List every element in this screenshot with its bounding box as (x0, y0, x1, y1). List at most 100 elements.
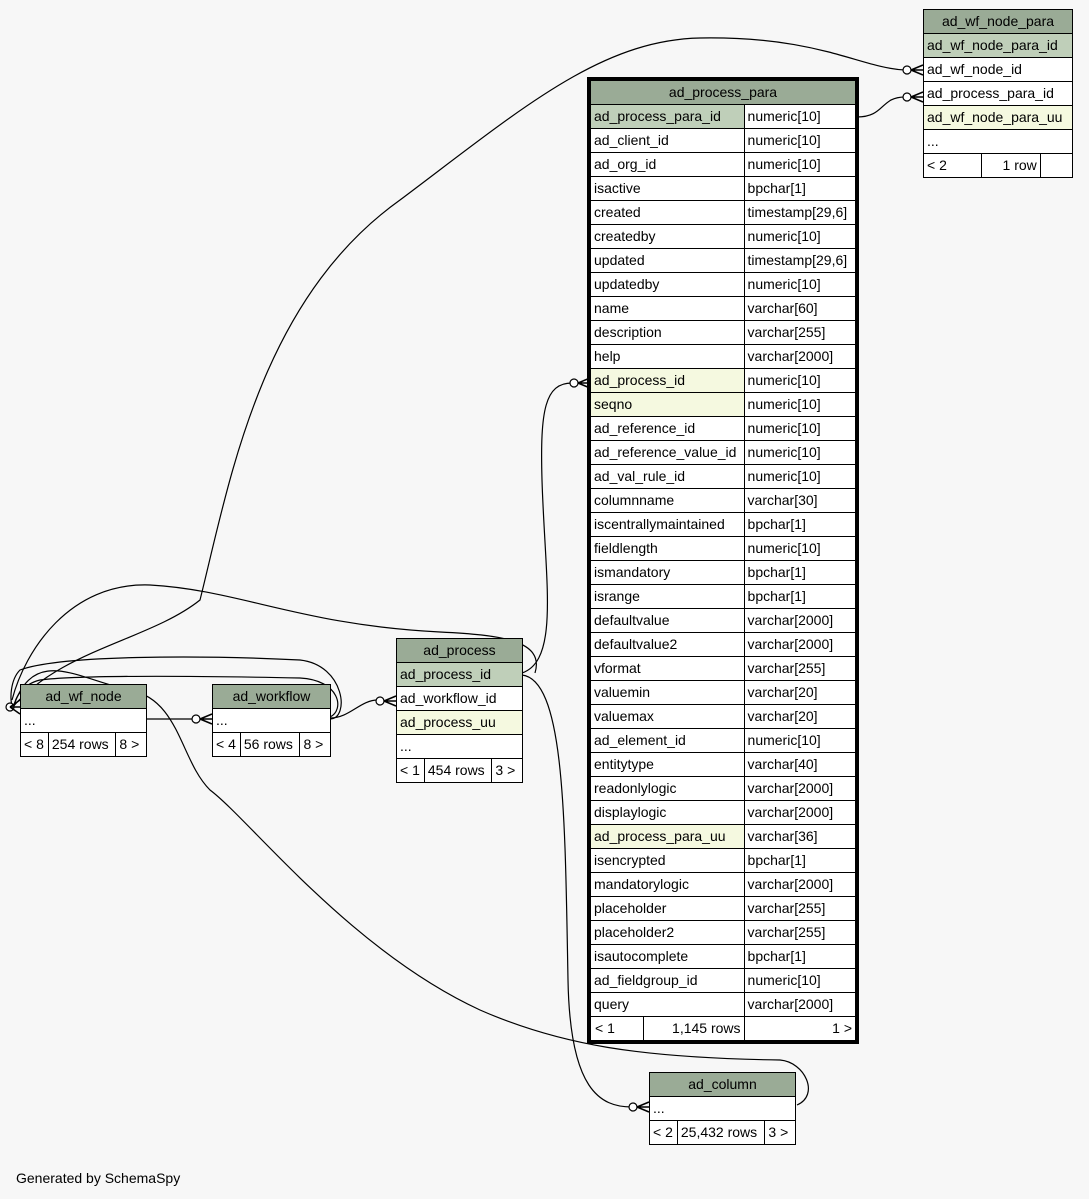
table-ad-column[interactable]: ad_column ... < 2 25,432 rows 3 > (649, 1072, 796, 1145)
crowfoot-marker (383, 695, 397, 707)
column-name[interactable]: createdby (590, 224, 745, 249)
column-name[interactable]: columnname (590, 488, 745, 513)
table-row: ad_process_id (396, 662, 523, 687)
table-ad-workflow[interactable]: ad_workflow ... < 4 56 rows 8 > (212, 684, 331, 757)
column-name[interactable]: displaylogic (590, 800, 745, 825)
column-type: numeric[10] (743, 392, 857, 417)
column-name[interactable]: placeholder2 (590, 920, 745, 945)
children-link[interactable]: 8 > (115, 732, 147, 757)
column-name[interactable]: ad_fieldgroup_id (590, 968, 745, 993)
children-link[interactable]: 1 > (832, 1020, 852, 1036)
column-name[interactable]: isrange (590, 584, 745, 609)
column-name[interactable]: ad_process_id (396, 662, 523, 687)
crowfoot-marker (9, 699, 21, 715)
column-name[interactable]: name (590, 296, 745, 321)
column-name[interactable]: ... (649, 1096, 796, 1121)
table-title[interactable]: ad_wf_node_para (923, 9, 1073, 34)
column-name[interactable]: updated (590, 248, 745, 273)
column-name[interactable]: isactive (590, 176, 745, 201)
column-name[interactable]: ismandatory (590, 560, 745, 585)
parents-link[interactable]: < 4 (212, 732, 241, 757)
column-name[interactable]: defaultvalue (590, 608, 745, 633)
table-title[interactable]: ad_wf_node (20, 684, 147, 709)
edge-marker (902, 65, 912, 75)
column-name[interactable]: mandatorylogic (590, 872, 745, 897)
column-name[interactable]: ad_process_para_id (590, 104, 745, 129)
column-name[interactable]: ad_wf_node_id (923, 57, 1073, 82)
edge-process-to-wf-node (11, 584, 537, 701)
column-name[interactable]: placeholder (590, 896, 745, 921)
column-name[interactable]: valuemin (590, 680, 745, 705)
column-name[interactable]: vformat (590, 656, 745, 681)
row-count: 56 rows (239, 732, 301, 757)
column-name[interactable]: seqno (590, 392, 745, 417)
column-name[interactable]: ad_wf_node_para_uu (923, 105, 1073, 130)
column-name[interactable]: entitytype (590, 752, 745, 777)
table-title[interactable]: ad_process (396, 638, 523, 663)
column-name[interactable]: ad_wf_node_para_id (923, 33, 1073, 58)
column-name[interactable]: isencrypted (590, 848, 745, 873)
column-type: timestamp[29,6] (743, 248, 857, 273)
column-name[interactable]: ... (396, 734, 523, 759)
column-name[interactable]: description (590, 320, 745, 345)
edge-process-para-to-wf-node-para (856, 96, 911, 118)
column-name[interactable]: defaultvalue2 (590, 632, 745, 657)
column-type: numeric[10] (743, 368, 857, 393)
column-name[interactable]: fieldlength (590, 536, 745, 561)
edge-marker (902, 92, 912, 102)
column-name[interactable]: ... (923, 129, 1073, 154)
column-name[interactable]: ... (212, 708, 331, 733)
column-name[interactable]: ad_reference_value_id (590, 440, 745, 465)
column-name[interactable]: ad_client_id (590, 128, 745, 153)
column-name[interactable]: ... (20, 708, 147, 733)
table-title[interactable]: ad_process_para (590, 80, 856, 105)
children-link[interactable]: 8 > (299, 732, 331, 757)
column-name[interactable]: updatedby (590, 272, 745, 297)
column-name[interactable]: valuemax (590, 704, 745, 729)
column-name[interactable]: readonlylogic (590, 776, 745, 801)
column-name[interactable]: ad_workflow_id (396, 686, 523, 711)
edge-process-to-column (521, 674, 640, 1108)
parents-link[interactable]: < 1 (396, 758, 425, 783)
row-count: 254 rows (47, 732, 117, 757)
column-name[interactable]: ad_reference_id (590, 416, 745, 441)
column-name[interactable]: ad_org_id (590, 152, 745, 177)
table-title[interactable]: ad_workflow (212, 684, 331, 709)
children-link[interactable] (1039, 153, 1074, 178)
edge-workflow-to-wf-node-a (10, 656, 342, 720)
column-name[interactable]: ad_process_para_uu (590, 824, 745, 849)
table-title[interactable]: ad_column (649, 1072, 796, 1097)
table-row: ad_workflow_id (396, 686, 523, 711)
column-name[interactable]: ad_process_uu (396, 710, 523, 735)
column-name[interactable]: iscentrallymaintained (590, 512, 745, 537)
table-ad-wf-node[interactable]: ad_wf_node ... < 8 254 rows 8 > (20, 684, 147, 757)
column-type: bpchar[1] (743, 944, 857, 969)
column-name[interactable]: ad_val_rule_id (590, 464, 745, 489)
column-name[interactable]: created (590, 200, 745, 225)
parents-link[interactable]: < 2 (922, 153, 983, 178)
column-type: numeric[10] (743, 104, 857, 129)
column-name[interactable]: ad_process_id (590, 368, 745, 393)
column-name[interactable]: ad_element_id (590, 728, 745, 753)
parents-link[interactable]: < 8 (20, 732, 49, 757)
parents-link[interactable]: < 1 (591, 1017, 644, 1040)
column-name[interactable]: isautocomplete (590, 944, 745, 969)
children-link[interactable]: 3 > (764, 1120, 796, 1145)
column-name[interactable]: query (590, 992, 745, 1017)
column-name[interactable]: help (590, 344, 745, 369)
column-name[interactable]: ad_process_para_id (923, 81, 1073, 106)
parents-link[interactable]: < 2 (649, 1120, 678, 1145)
children-link[interactable]: 3 > (491, 758, 523, 783)
